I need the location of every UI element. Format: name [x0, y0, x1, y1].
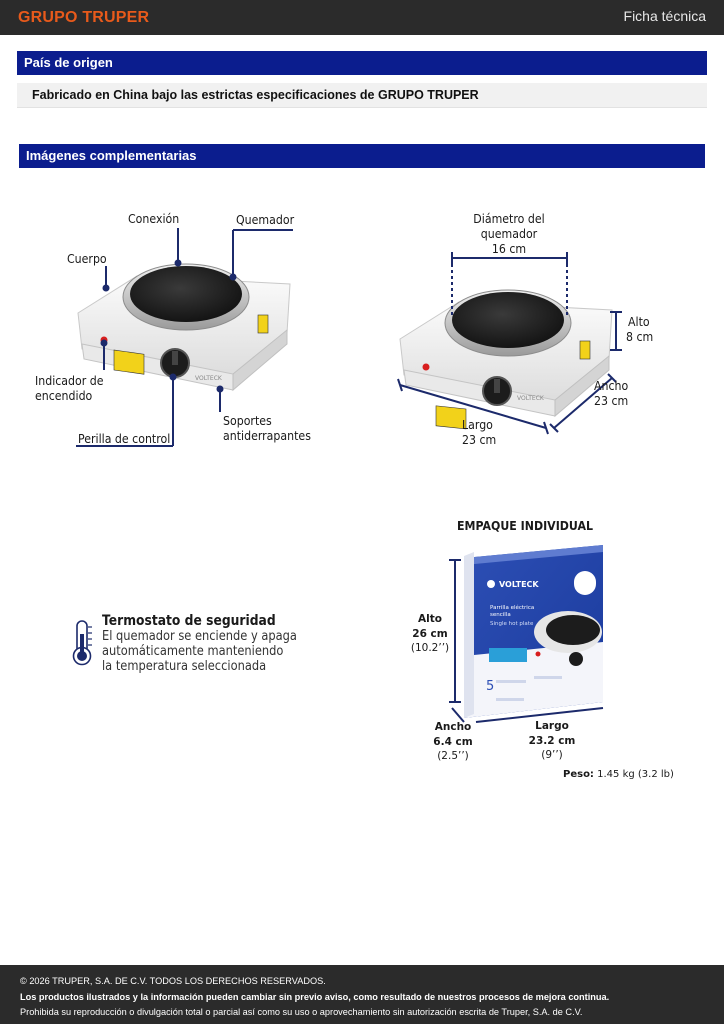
- label-largo: Largo: [462, 417, 493, 432]
- brand-mark-2: VOLTECK: [517, 395, 545, 402]
- label-alto-value: 8 cm: [626, 329, 654, 344]
- label-quemador: Quemador: [236, 212, 295, 227]
- pack-alto-label: Alto: [418, 613, 442, 625]
- pack-weight: Peso: 1.45 kg (3.2 lb): [563, 769, 674, 780]
- label-diametro-3: 16 cm: [491, 241, 527, 256]
- box-line3: Single hot plate: [490, 621, 534, 627]
- pack-ancho-cm: 6.4 cm: [433, 736, 473, 748]
- label-conexion: Conexión: [128, 211, 180, 226]
- pack-ancho-label: Ancho: [434, 721, 472, 733]
- footer-notice: Los productos ilustrados y la informació…: [20, 991, 610, 1002]
- pack-largo-label: Largo: [535, 720, 569, 732]
- footer: © 2026 TRUPER, S.A. DE C.V. TODOS LOS DE…: [0, 965, 724, 1024]
- pack-alto-in: (10.2’’): [410, 642, 450, 654]
- thermostat-line2: automáticamente manteniendo: [102, 644, 284, 659]
- svg-text:5: 5: [486, 679, 494, 694]
- images-section-title: Imágenes complementarias: [19, 144, 705, 168]
- pack-weight-value: 1.45 kg (3.2 lb): [597, 769, 674, 780]
- footer-copyright: © 2026 TRUPER, S.A. DE C.V. TODOS LOS DE…: [20, 976, 326, 986]
- label-diametro-1: Diámetro del: [473, 211, 545, 226]
- label-largo-value: 23 cm: [462, 432, 497, 447]
- pack-largo-in: (9’’): [541, 749, 563, 761]
- label-soportes-2: antiderrapantes: [223, 428, 311, 443]
- box-brand: VOLTECK: [499, 580, 539, 589]
- packaging-dimension-lines: [449, 559, 604, 723]
- hot-plate-parts-image: [77, 263, 291, 392]
- label-indicador-1: Indicador de: [35, 373, 104, 388]
- footer-rights: Prohibida su reproducción o divulgación …: [20, 1007, 583, 1017]
- brand-mark-1: VOLTECK: [195, 375, 223, 382]
- label-soportes-1: Soportes: [223, 413, 272, 428]
- document-type: Ficha técnica: [623, 8, 706, 24]
- label-alto: Alto: [628, 314, 650, 329]
- label-ancho-value: 23 cm: [594, 393, 629, 408]
- header-bar: GRUPO TRUPER Ficha técnica: [0, 0, 724, 35]
- label-diametro-2: quemador: [480, 226, 538, 241]
- origin-text: Fabricado en China bajo las estrictas es…: [17, 83, 707, 108]
- pack-ancho-in: (2.5’’): [437, 750, 469, 762]
- pack-weight-label: Peso:: [563, 769, 594, 780]
- thermometer-icon: [72, 620, 92, 666]
- box-line1: Parrilla eléctrica: [490, 604, 534, 611]
- thermostat-title: Termostato de seguridad: [102, 613, 276, 629]
- thermostat-line3: la temperatura seleccionada: [102, 659, 267, 674]
- pack-largo-cm: 23.2 cm: [528, 735, 576, 747]
- thermostat-line1: El quemador se enciende y apaga: [102, 629, 297, 644]
- label-ancho: Ancho: [594, 378, 629, 393]
- volteck-logo-icon: [487, 580, 495, 588]
- part-callout-lines: [76, 228, 293, 447]
- truper-logo: GRUPO TRUPER: [18, 9, 150, 26]
- box-line2: sencilla: [490, 612, 511, 618]
- label-indicador-2: encendido: [35, 388, 93, 403]
- hot-plate-dimensions-image: [399, 289, 613, 430]
- label-perilla: Perilla de control: [78, 431, 171, 446]
- packaging-title: EMPAQUE INDIVIDUAL: [457, 518, 594, 533]
- origin-section-title: País de origen: [17, 51, 707, 75]
- dimension-lines: [397, 252, 622, 435]
- pack-alto-cm: 26 cm: [412, 628, 448, 640]
- packaging-box-image: 5: [464, 545, 603, 718]
- label-cuerpo: Cuerpo: [67, 251, 107, 266]
